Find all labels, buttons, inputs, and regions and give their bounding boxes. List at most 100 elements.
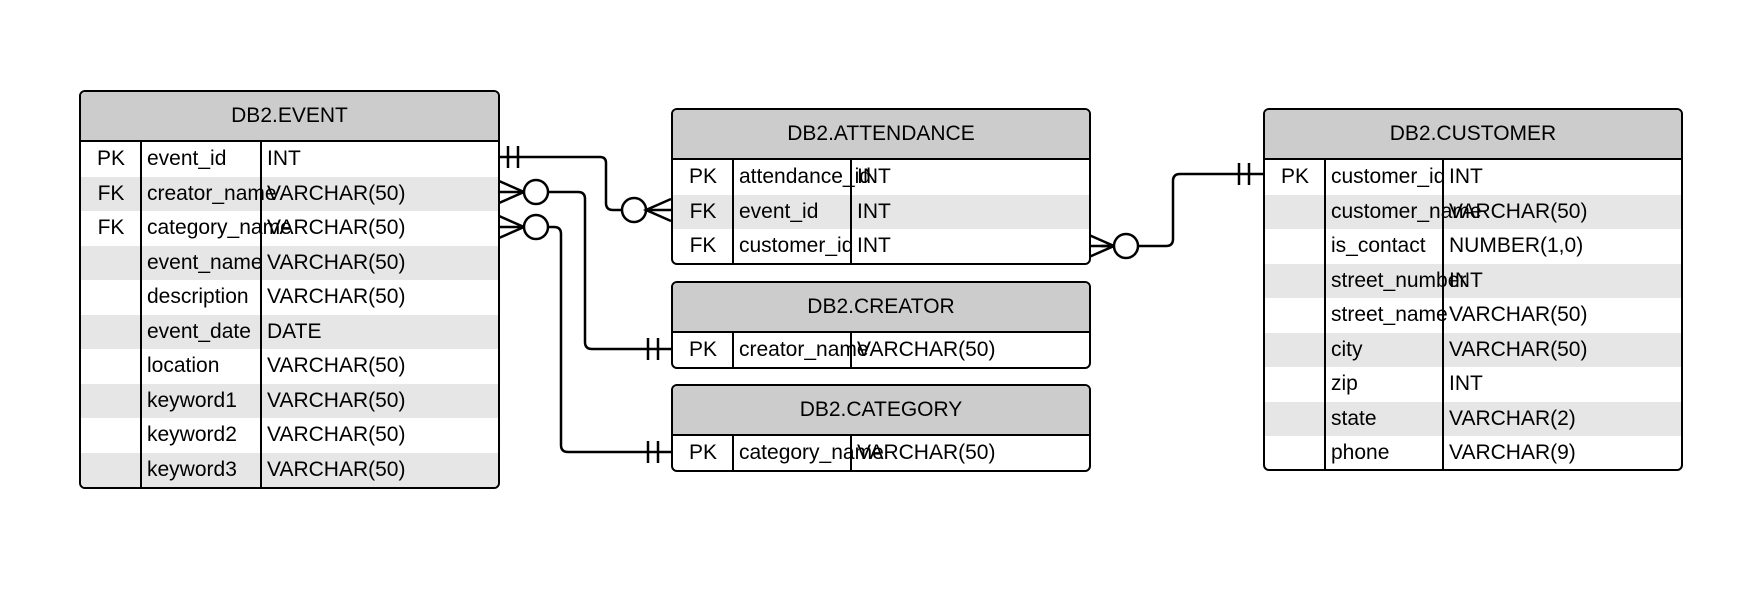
column-name-cell: is_contact (1331, 234, 1426, 257)
attribute-row[interactable]: zip INT (1265, 367, 1681, 402)
column-name-cell: customer_id (739, 234, 854, 257)
key-cell (81, 280, 141, 315)
data-type-cell: VARCHAR(50) (267, 457, 406, 481)
data-type-cell: INT (1449, 268, 1483, 292)
column-name-cell: keyword3 (147, 457, 237, 481)
key-cell: PK (688, 338, 717, 361)
connector-attendance-customer (1101, 172, 1263, 248)
key-cell: FK (97, 216, 125, 239)
key-cell (81, 315, 141, 350)
data-type-cell: INT (857, 165, 891, 188)
column-divider (850, 333, 852, 367)
data-type-cell: VARCHAR(50) (857, 338, 996, 361)
entity-title: DB2.ATTENDANCE (673, 110, 1089, 160)
column-name-cell: state (1331, 406, 1377, 430)
key-cell: FK (97, 181, 125, 205)
column-divider (1442, 160, 1444, 469)
data-type-cell: VARCHAR(9) (1449, 441, 1576, 464)
zero-circle (522, 213, 550, 241)
column-divider (732, 436, 734, 470)
column-name-cell: event_date (147, 319, 251, 343)
key-cell (81, 384, 141, 419)
data-type-cell: VARCHAR(50) (267, 250, 406, 274)
key-cell: FK (689, 199, 717, 223)
data-type-cell: VARCHAR(50) (1449, 199, 1588, 223)
connector-event-creator (548, 190, 671, 351)
key-cell (81, 246, 141, 281)
column-name-cell: street_number (1331, 268, 1467, 292)
connector-event-category (548, 225, 671, 454)
column-name-cell: customer_name (1331, 199, 1482, 223)
key-cell (81, 418, 141, 453)
column-name-cell: city (1331, 337, 1363, 361)
crow-foot (498, 214, 528, 240)
key-cell: PK (1280, 165, 1309, 188)
crow-foot (498, 179, 528, 205)
zero-circle (1112, 232, 1140, 260)
attribute-row[interactable]: state VARCHAR(2) (1265, 401, 1681, 436)
data-type-cell: VARCHAR(2) (1449, 406, 1576, 430)
crow-foot (642, 197, 672, 223)
data-type-cell: VARCHAR(50) (267, 285, 406, 308)
data-type-cell: VARCHAR(50) (857, 441, 996, 464)
column-name-cell: event_id (147, 147, 227, 170)
column-name-cell: keyword1 (147, 388, 237, 412)
data-type-cell: INT (1449, 372, 1483, 395)
column-divider (260, 142, 262, 487)
data-type-cell: DATE (267, 319, 322, 343)
entity-title: DB2.CATEGORY (673, 386, 1089, 436)
column-name-cell: event_id (739, 199, 819, 223)
data-type-cell: VARCHAR(50) (267, 181, 406, 205)
zero-circle (620, 196, 648, 224)
column-name-cell: creator_name (147, 181, 277, 205)
column-divider (140, 142, 142, 487)
column-divider (850, 436, 852, 470)
column-name-cell: category_name (739, 441, 884, 464)
data-type-cell: VARCHAR(50) (267, 388, 406, 412)
data-type-cell: VARCHAR(50) (267, 354, 406, 377)
column-name-cell: creator_name (739, 338, 869, 361)
key-cell: FK (689, 234, 717, 257)
column-name-cell: category_name (147, 216, 292, 239)
column-name-cell: zip (1331, 372, 1358, 395)
entity-title: DB2.EVENT (81, 92, 498, 142)
attribute-row[interactable]: event_date DATE (81, 314, 498, 350)
attribute-row[interactable]: FK event_id INT (673, 194, 1089, 229)
entity-title: DB2.CREATOR (673, 283, 1089, 333)
crow-foot (1088, 233, 1118, 259)
data-type-cell: INT (1449, 165, 1483, 188)
attribute-row[interactable]: keyword1 VARCHAR(50) (81, 383, 498, 419)
attribute-row[interactable]: keyword3 VARCHAR(50) (81, 452, 498, 487)
column-name-cell: street_name (1331, 303, 1448, 326)
data-type-cell: INT (857, 199, 891, 223)
data-type-cell: VARCHAR(50) (267, 216, 406, 239)
